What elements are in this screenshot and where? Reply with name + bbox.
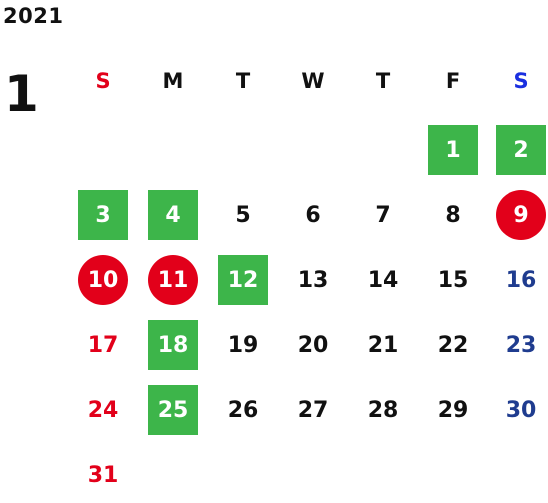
calendar-day: 7 xyxy=(375,202,391,228)
calendar-day: 22 xyxy=(437,332,469,358)
calendar-day: 4 xyxy=(148,190,198,240)
weekday-header: F xyxy=(445,69,461,93)
calendar-day: 13 xyxy=(297,267,329,293)
calendar-day: 20 xyxy=(297,332,329,358)
calendar-day: 19 xyxy=(227,332,259,358)
calendar-day: 5 xyxy=(235,202,251,228)
calendar-day: 6 xyxy=(305,202,321,228)
calendar-day: 1 xyxy=(428,125,478,175)
calendar-day: 29 xyxy=(437,397,469,423)
calendar-day: 14 xyxy=(367,267,399,293)
calendar-day: 27 xyxy=(297,397,329,423)
calendar-day: 23 xyxy=(505,332,537,358)
weekday-header: M xyxy=(162,69,184,93)
calendar-day: 12 xyxy=(218,255,268,305)
weekday-header: T xyxy=(375,69,391,93)
calendar-day: 15 xyxy=(437,267,469,293)
weekday-header: W xyxy=(301,69,325,93)
calendar-day: 24 xyxy=(87,397,119,423)
year-label: 2021 xyxy=(3,4,64,28)
weekday-header: S xyxy=(95,69,111,93)
calendar-day: 18 xyxy=(148,320,198,370)
month-number: 1 xyxy=(4,65,39,123)
calendar-day: 26 xyxy=(227,397,259,423)
calendar-day: 31 xyxy=(87,462,119,488)
calendar-day: 9 xyxy=(496,190,546,240)
calendar-day: 17 xyxy=(87,332,119,358)
calendar-day: 25 xyxy=(148,385,198,435)
calendar-day: 11 xyxy=(148,255,198,305)
calendar-day: 10 xyxy=(78,255,128,305)
calendar-day: 2 xyxy=(496,125,546,175)
calendar-day: 30 xyxy=(505,397,537,423)
weekday-header: S xyxy=(513,69,529,93)
calendar-day: 3 xyxy=(78,190,128,240)
calendar-day: 16 xyxy=(505,267,537,293)
weekday-header: T xyxy=(235,69,251,93)
calendar-day: 21 xyxy=(367,332,399,358)
calendar-day: 8 xyxy=(445,202,461,228)
calendar-day: 28 xyxy=(367,397,399,423)
